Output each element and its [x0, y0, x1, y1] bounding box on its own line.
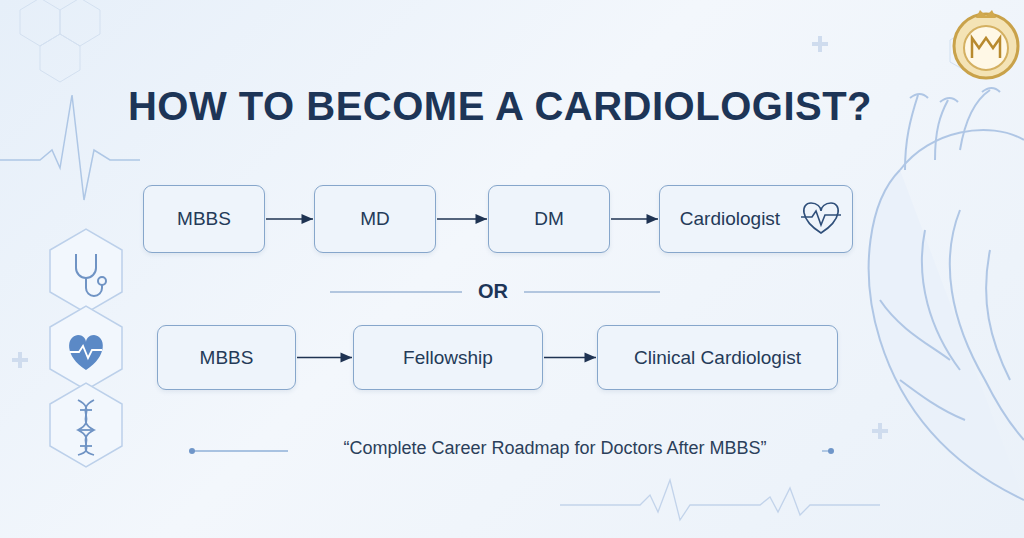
divider-line: [524, 291, 660, 292]
box-label: DM: [534, 208, 564, 230]
box-label: MBBS: [200, 347, 254, 369]
title: HOW TO BECOME A CARDIOLOGIST?: [0, 84, 1000, 129]
dna-icon: [78, 400, 94, 455]
caption: “Complete Career Roadmap for Doctors Aft…: [290, 438, 820, 459]
process-box: Fellowship: [353, 325, 543, 390]
process-box: Cardiologist: [659, 185, 853, 253]
caption-rule: [192, 450, 288, 451]
box-label: Fellowship: [403, 347, 493, 369]
flow-arrow: [266, 218, 313, 220]
box-label: Clinical Cardiologist: [634, 347, 801, 369]
process-box: Clinical Cardiologist: [597, 325, 838, 390]
process-box: DM: [488, 185, 610, 253]
rule-dot: [828, 448, 834, 454]
flow-arrow: [437, 218, 487, 220]
flow-arrow: [297, 357, 352, 359]
hex-grid: [20, 0, 986, 82]
process-box: MD: [314, 185, 436, 253]
process-box: MBBS: [157, 325, 296, 390]
ecg-line: [560, 480, 880, 520]
ecg-line: [0, 95, 140, 200]
icon-hexagons: [50, 229, 122, 467]
flow-arrow: [544, 357, 596, 359]
divider-line: [330, 291, 462, 292]
heart-ecg-icon: [801, 203, 841, 233]
stethoscope-icon: [76, 254, 106, 296]
flow-arrow: [611, 218, 658, 220]
heart-illustration: [869, 88, 1024, 500]
logo-emblem: [954, 10, 1018, 78]
separator-label: OR: [470, 280, 516, 303]
process-box: MBBS: [143, 185, 265, 253]
heart-pulse-icon: [69, 335, 103, 370]
box-label: MD: [360, 208, 390, 230]
rule-dot: [189, 448, 195, 454]
box-label: MBBS: [177, 208, 231, 230]
box-label: Cardiologist: [680, 208, 780, 230]
